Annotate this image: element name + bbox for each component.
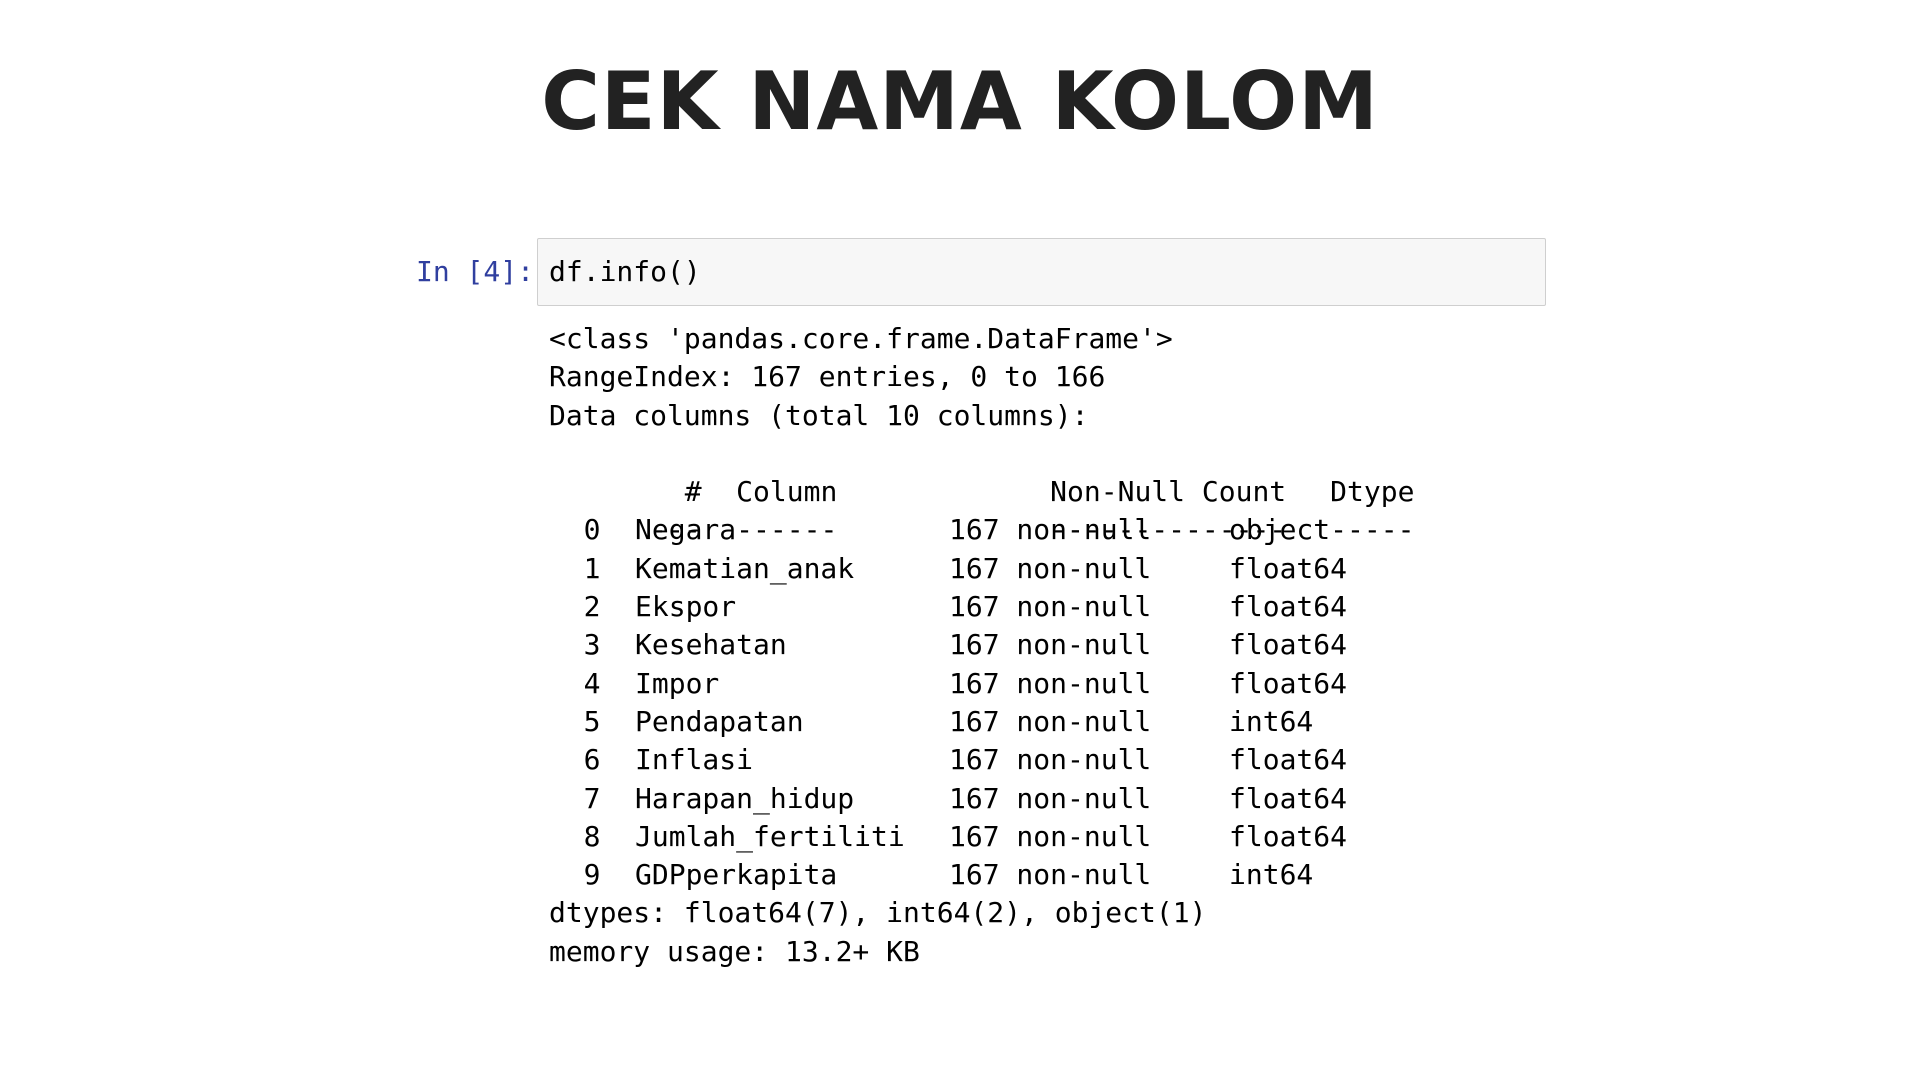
row-column-name: Jumlah_fertiliti [635, 819, 905, 853]
row-index: 3 [583, 628, 601, 662]
separator-count: -------------- [1050, 513, 1287, 547]
row-index: 7 [583, 781, 601, 815]
table-header: # Column Non-Null Count Dtype [549, 435, 1415, 508]
output-memory-usage: memory usage: 13.2+ KB [549, 934, 920, 968]
row-non-null-count: 167 non-null [949, 858, 1152, 892]
row-column-name: Kematian_anak [635, 551, 855, 585]
separator-dtype: ----- [1330, 513, 1415, 547]
table-row: 8 Jumlah_fertiliti 167 non-null float64 [549, 818, 1414, 856]
table-row: 5 Pendapatan 167 non-null int64 [549, 703, 1414, 741]
table-row: 2 Ekspor 167 non-null float64 [549, 588, 1414, 626]
table-row: 9 GDPperkapita 167 non-null int64 [549, 856, 1414, 894]
row-dtype: int64 [1229, 858, 1314, 892]
row-index: 8 [583, 819, 601, 853]
table-row: 1 Kematian_anak 167 non-null float64 [549, 550, 1414, 588]
separator-index: --- [650, 513, 701, 547]
separator-column: ------ [736, 513, 838, 547]
row-dtype: float64 [1229, 590, 1348, 624]
row-non-null-count: 167 non-null [949, 666, 1152, 700]
table-separator: ---------------------------- [549, 473, 1414, 546]
row-index: 6 [583, 743, 601, 777]
row-non-null-count: 167 non-null [949, 743, 1152, 777]
row-index: 4 [583, 666, 601, 700]
slide-title: CEK NAMA KOLOM [541, 55, 1379, 148]
row-dtype: float64 [1229, 781, 1348, 815]
row-index: 0 [583, 513, 601, 547]
row-dtype: int64 [1229, 704, 1314, 738]
cell-output: <class 'pandas.core.frame.DataFrame'> Ra… [549, 320, 1414, 971]
row-index: 1 [583, 551, 601, 585]
output-dtypes: dtypes: float64(7), int64(2), object(1) [549, 896, 1207, 930]
row-non-null-count: 167 non-null [949, 513, 1152, 547]
row-dtype: float64 [1229, 743, 1348, 777]
row-column-name: GDPperkapita [635, 858, 838, 892]
row-column-name: Harapan_hidup [635, 781, 855, 815]
table-row: 6 Inflasi 167 non-null float64 [549, 741, 1414, 779]
header-dtype: Dtype [1330, 475, 1415, 509]
row-non-null-count: 167 non-null [949, 704, 1152, 738]
row-index: 5 [583, 704, 601, 738]
row-non-null-count: 167 non-null [949, 628, 1152, 662]
code-input[interactable]: df.info() [537, 238, 1546, 306]
row-column-name: Pendapatan [635, 704, 804, 738]
row-column-name: Inflasi [635, 743, 754, 777]
row-index: 9 [583, 858, 601, 892]
header-column: Column [736, 475, 838, 509]
row-non-null-count: 167 non-null [949, 781, 1152, 815]
row-dtype: object [1229, 513, 1331, 547]
row-column-name: Ekspor [635, 590, 737, 624]
header-count: Non-Null Count [1050, 475, 1287, 509]
row-non-null-count: 167 non-null [949, 819, 1152, 853]
row-column-name: Negara [635, 513, 737, 547]
output-data-columns: Data columns (total 10 columns): [549, 398, 1089, 432]
table-row: 0 Negara 167 non-null object [549, 511, 1414, 549]
row-dtype: float64 [1229, 666, 1348, 700]
output-class-line: <class 'pandas.core.frame.DataFrame'> [549, 322, 1173, 355]
input-prompt: In [4]: [415, 255, 534, 288]
output-range-index: RangeIndex: 167 entries, 0 to 166 [549, 360, 1106, 394]
row-dtype: float64 [1229, 819, 1348, 853]
table-row: 7 Harapan_hidup 167 non-null float64 [549, 780, 1414, 818]
table-row: 4 Impor 167 non-null float64 [549, 665, 1414, 703]
row-index: 2 [583, 590, 601, 624]
row-column-name: Kesehatan [635, 628, 787, 662]
row-non-null-count: 167 non-null [949, 551, 1152, 585]
header-index: # [684, 475, 702, 509]
row-column-name: Impor [635, 666, 720, 700]
row-dtype: float64 [1229, 551, 1348, 585]
row-non-null-count: 167 non-null [949, 590, 1152, 624]
table-row: 3 Kesehatan 167 non-null float64 [549, 626, 1414, 664]
row-dtype: float64 [1229, 628, 1348, 662]
